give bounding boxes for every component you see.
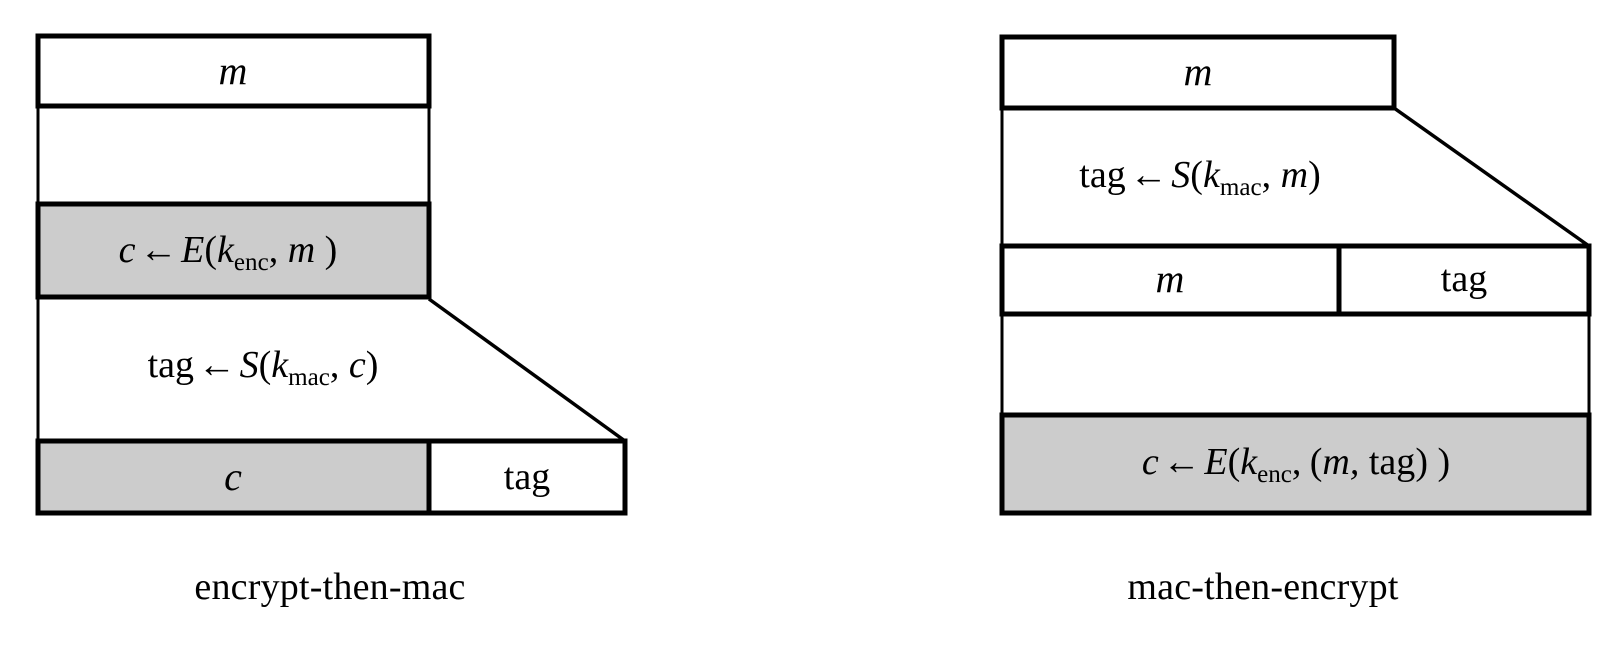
panel-mac-then-encrypt-shapes <box>999 34 1592 516</box>
right-message-part-label: m <box>1155 256 1185 301</box>
left-tag-box <box>426 438 628 516</box>
right-expansion-diagonal <box>1392 106 1591 248</box>
right-mac-step-label: tag←S(kmac, m) <box>1079 154 1321 201</box>
left-message-box <box>35 33 432 109</box>
panel-encrypt-then-mac-shapes <box>35 33 628 516</box>
caption-mac-then-encrypt: mac-then-encrypt <box>1127 566 1399 608</box>
left-encrypt-step-box <box>35 201 432 300</box>
right-tag-part-label: tag <box>1440 258 1488 300</box>
left-expansion-diagonal <box>427 297 627 443</box>
right-encrypt-step-box <box>999 412 1592 516</box>
left-encrypt-step-label: c←E(kenc, m ) <box>118 229 338 276</box>
right-tag-part-box <box>1336 243 1592 317</box>
left-mac-step-label: tag←S(kmac, c) <box>147 344 379 391</box>
right-message-box <box>999 34 1397 111</box>
left-message-label: m <box>218 48 248 93</box>
right-message-label: m <box>1183 49 1213 94</box>
left-ciphertext-box <box>35 438 432 516</box>
left-output-tag-label: tag <box>503 456 551 498</box>
caption-encrypt-then-mac: encrypt-then-mac <box>194 566 466 608</box>
left-ciphertext-label: c <box>224 454 242 499</box>
right-encrypt-step-label: c←E(kenc,(m, tag) ) <box>1141 441 1451 488</box>
